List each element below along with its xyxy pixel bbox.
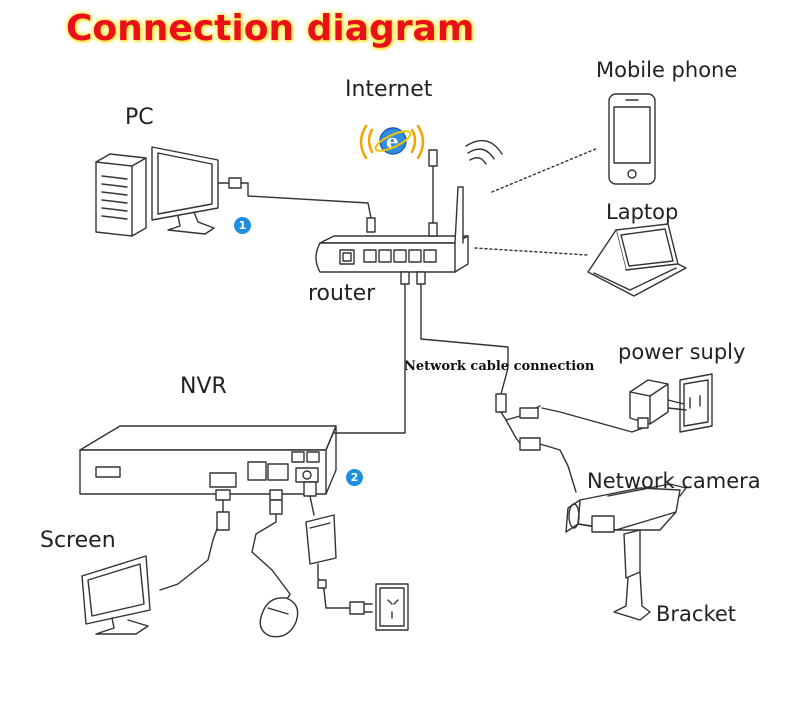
laptop-label: Laptop bbox=[606, 200, 679, 224]
nvr-label: NVR bbox=[180, 374, 227, 399]
power-adapter-icon bbox=[305, 514, 337, 565]
mobile-phone-label: Mobile phone bbox=[596, 58, 738, 82]
laptop-icon bbox=[587, 223, 687, 297]
bracket-icon bbox=[613, 529, 651, 621]
internet-label: Internet bbox=[345, 77, 433, 102]
screen-label: Screen bbox=[40, 528, 116, 553]
power-supply-label: power suply bbox=[618, 340, 746, 364]
mobile-phone-icon bbox=[608, 93, 656, 185]
cable-connection-label: Network cable connection bbox=[404, 359, 595, 374]
network-camera-icon bbox=[565, 483, 687, 533]
wall-socket-icon bbox=[679, 373, 713, 433]
wall-socket-icon bbox=[375, 583, 409, 631]
mouse-icon bbox=[259, 597, 299, 638]
step-badge-1: 1 bbox=[234, 217, 251, 234]
router-icon bbox=[315, 186, 469, 273]
network-camera-label: Network camera bbox=[587, 469, 761, 493]
router-label: router bbox=[308, 281, 376, 306]
bracket-label: Bracket bbox=[656, 602, 737, 626]
screen-icon bbox=[81, 555, 151, 635]
step-badge-2: 2 bbox=[346, 469, 363, 486]
nvr-icon bbox=[79, 425, 337, 495]
monitor-icon bbox=[151, 146, 219, 235]
power-adapter-icon bbox=[629, 379, 687, 425]
pc-label: PC bbox=[125, 105, 154, 130]
pc-tower-icon bbox=[95, 153, 147, 237]
diagram-title: Connection diagram bbox=[66, 8, 475, 49]
internet-explorer-icon: e bbox=[359, 124, 425, 160]
